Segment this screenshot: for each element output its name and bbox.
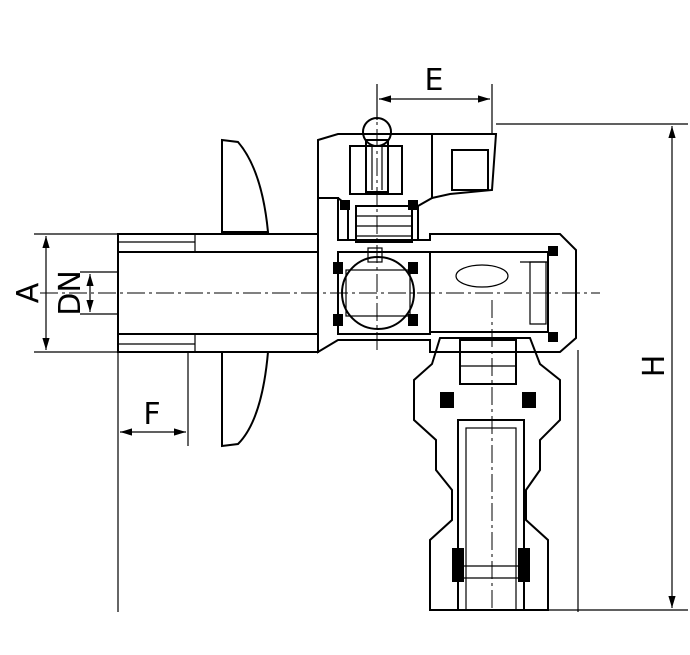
dimension-label-h: H	[637, 355, 672, 378]
dimension-label-f: F	[143, 397, 160, 432]
dimension-label-e: E	[425, 63, 444, 98]
dimension-label-a: A	[11, 282, 46, 303]
wall-rosette	[221, 138, 270, 448]
dimension-label-dn: DN	[53, 270, 88, 316]
center-lines	[40, 100, 600, 612]
dimension-labels: A DN E F H	[11, 63, 672, 432]
outlet-fitting	[413, 337, 561, 611]
dimension-lines	[34, 84, 688, 612]
valve-body	[317, 197, 577, 354]
